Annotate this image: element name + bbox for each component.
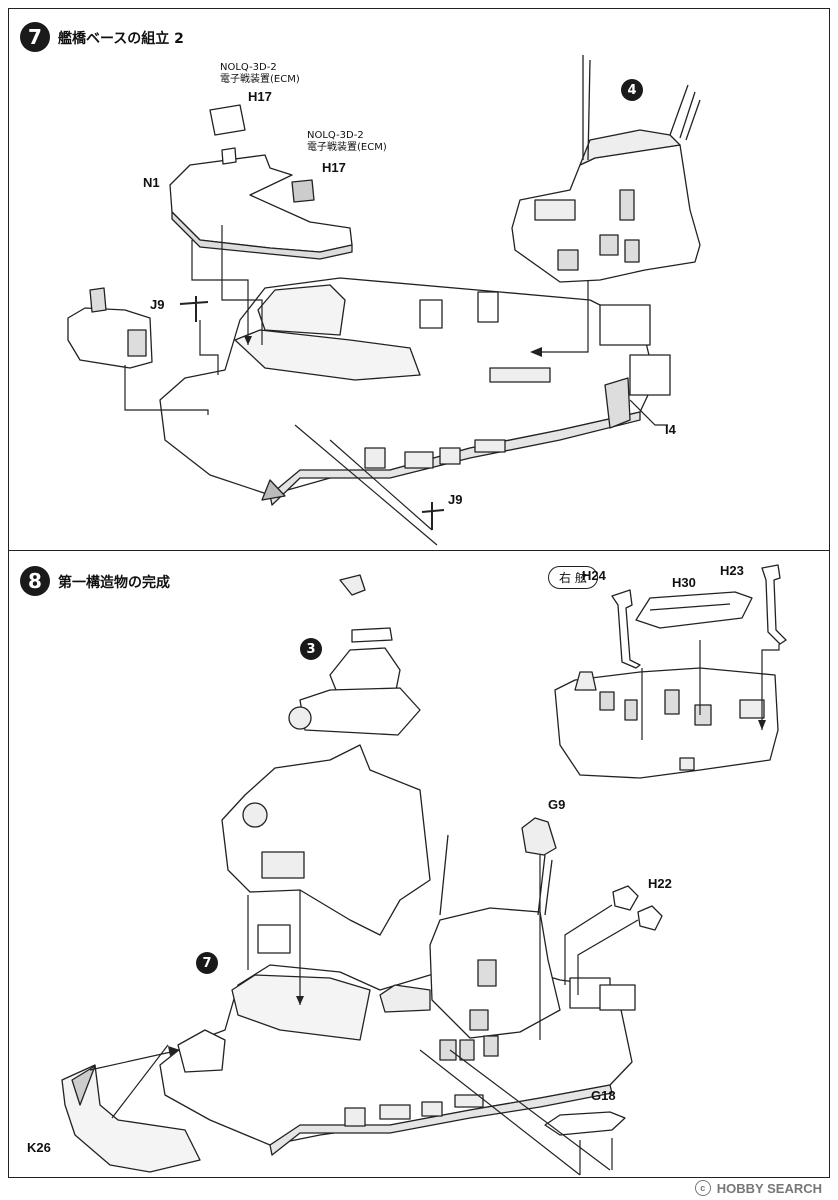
part-label-g18: G18 (591, 1088, 616, 1103)
copyright-icon: c (694, 1180, 711, 1196)
watermark-brand: HOBBY SEARCH (716, 1180, 822, 1196)
manual-page-frame (8, 8, 830, 1178)
part-label-h24: H24 (582, 568, 606, 583)
section-divider (8, 550, 830, 551)
ecm-note-b-model: NOLQ-3D-2 (307, 130, 364, 141)
step-7-title: 艦橋ベースの組立 2 (58, 31, 184, 47)
part-label-h17-a: H17 (248, 89, 272, 104)
ref-step-4-badge: 4 (621, 79, 643, 101)
watermark: c HOBBY SEARCH (694, 1180, 822, 1196)
step-7-number-badge: 7 (20, 22, 50, 52)
starboard-side-tag: 右 舷 (548, 566, 598, 589)
part-label-h22: H22 (648, 876, 672, 891)
part-label-g9: G9 (548, 797, 566, 812)
ref-step-7-badge: 7 (196, 952, 218, 974)
part-label-j9-b: J9 (448, 492, 463, 507)
part-label-j9-a: J9 (150, 297, 165, 312)
ecm-note-b-desc: 電子戦装置(ECM) (307, 142, 387, 153)
part-label-h17-b: H17 (322, 160, 346, 175)
ecm-note-a-desc: 電子戦装置(ECM) (220, 74, 300, 85)
part-label-k26: K26 (27, 1140, 51, 1155)
part-label-h23: H23 (720, 563, 744, 578)
ref-step-3-badge: 3 (300, 638, 322, 660)
ecm-note-a-model: NOLQ-3D-2 (220, 62, 277, 73)
part-label-i4: I4 (665, 422, 676, 437)
step-8-title: 第一構造物の完成 (58, 575, 170, 591)
part-label-n1: N1 (143, 175, 160, 190)
part-label-h30: H30 (672, 575, 696, 590)
step-8-number-badge: 8 (20, 566, 50, 596)
